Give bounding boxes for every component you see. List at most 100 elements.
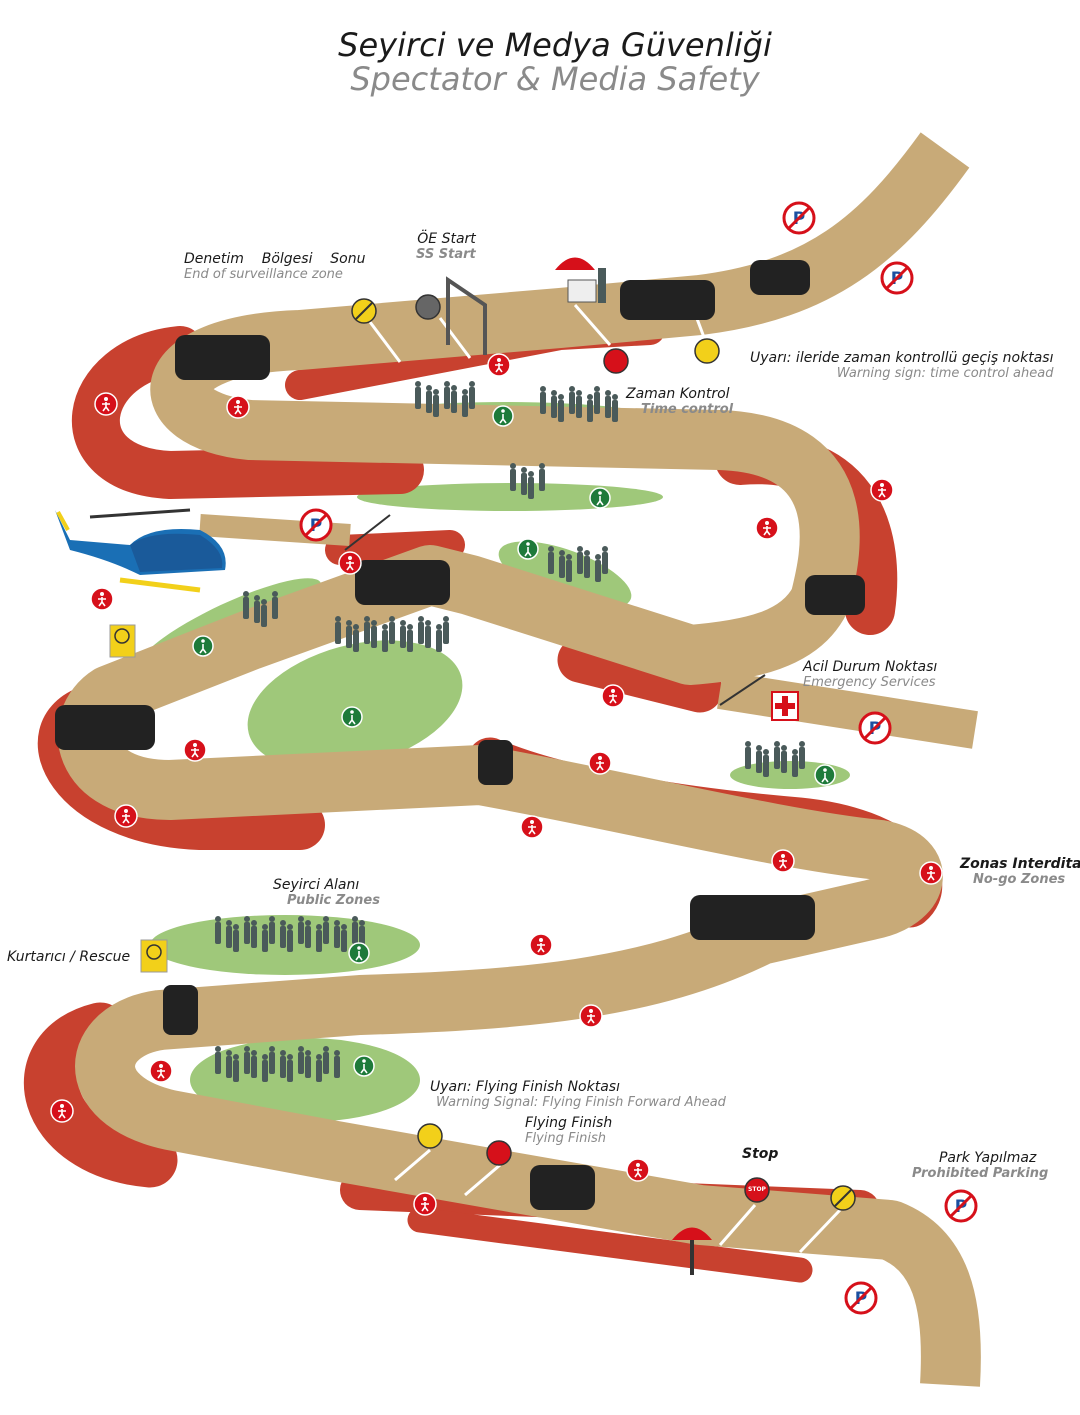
spectator-group (745, 741, 805, 777)
spectator-allowed-icon (492, 405, 514, 427)
marshal-post-icon (555, 257, 606, 303)
no-pedestrian-icon (626, 1158, 650, 1182)
vehicles (55, 260, 865, 1210)
ss-start-en: SS Start (416, 247, 476, 262)
flying-finish-warning-tr: Uyarı: Flying Finish Noktası (430, 1079, 620, 1095)
no-pedestrian-icon (413, 1192, 437, 1216)
no-pedestrian-icon (588, 751, 612, 775)
time-control-tr: Zaman Kontrol (626, 386, 730, 402)
time-control-en: Time control (641, 402, 734, 417)
spectator-allowed-icon (192, 635, 214, 657)
no-go-tr: Zonas Interditas (960, 856, 1080, 872)
ss-start-flag-icon (415, 294, 441, 320)
flying-finish-en: Flying Finish (525, 1131, 606, 1146)
stop-tr: Stop (742, 1146, 779, 1162)
no-pedestrian-icon (919, 861, 943, 885)
no-pedestrian-icon (601, 684, 625, 708)
buggy-icon (175, 335, 270, 380)
stop-sign-text: STOP (748, 1186, 766, 1193)
no-pedestrian-icon (579, 1004, 603, 1028)
label-public-zones: Seyirci Alanı Public Zones (273, 877, 380, 909)
spectator-allowed-icon (814, 764, 836, 786)
emergency-tr: Acil Durum Noktası (803, 659, 938, 675)
no-parking-icon: P (858, 711, 892, 745)
label-flying-finish-warning: Uyarı: Flying Finish Noktası Warning Sig… (430, 1079, 726, 1111)
flying-finish-warning-icon (417, 1123, 443, 1149)
no-pedestrian-icon (487, 353, 511, 377)
emergency-cross-icon (771, 691, 799, 721)
time-control-warning-en: Warning sign: time control ahead (836, 366, 1054, 381)
no-pedestrian-icon (755, 516, 779, 540)
word-2: Bölgesi (261, 251, 313, 267)
no-parking-icon: P (944, 1189, 978, 1223)
helicopter-icon (55, 508, 226, 593)
time-control-sign-icon (603, 348, 629, 374)
spectator-crowds (215, 381, 805, 1082)
title-turkish: Seyirci ve Medya Güvenliği (338, 26, 772, 64)
end-zone-sign-icon (830, 1185, 856, 1211)
spectator-group (335, 616, 449, 652)
spectator-group (540, 386, 618, 422)
label-time-control: Zaman Kontrol Time control (626, 386, 734, 418)
rescue-sign-icon (109, 624, 168, 973)
label-time-control-warning: Uyarı: ileride zaman kontrollü geçiş nok… (750, 350, 1054, 382)
surveillance-end-en: End of surveillance zone (184, 267, 343, 282)
rally-car-icon (690, 895, 815, 940)
quad-bike-icon (750, 260, 810, 295)
stop-sign-icon (744, 1177, 770, 1203)
no-pedestrian-icon (183, 738, 207, 762)
label-no-parking: Park Yapılmaz Prohibited Parking (912, 1150, 1049, 1182)
flying-finish-warning-en: Warning Signal: Flying Finish Forward Ah… (436, 1095, 726, 1110)
rally-car-icon (355, 560, 450, 605)
spectator-group (215, 916, 365, 952)
time-control-warning-sign-icon (694, 338, 720, 364)
label-stop: Stop (742, 1147, 778, 1162)
no-pedestrian-icon (338, 551, 362, 575)
no-pedestrian-icon (149, 1059, 173, 1083)
rescue-tr: Kurtarıcı / Rescue (7, 949, 131, 965)
emergency-en: Emergency Services (803, 675, 936, 690)
public-zones-tr: Seyirci Alanı (273, 877, 360, 893)
public-zones-en: Public Zones (287, 893, 380, 908)
label-rescue: Kurtarıcı / Rescue (7, 950, 130, 965)
no-pedestrian-icon (94, 392, 118, 416)
spectator-allowed-icon (353, 1055, 375, 1077)
word-3: Sonu (330, 251, 366, 267)
label-surveillance-end: Denetim Bölgesi Sonu End of surveillance… (184, 252, 365, 283)
no-parking-en: Prohibited Parking (912, 1166, 1049, 1181)
no-pedestrian-icon (50, 1099, 74, 1123)
motorbike-icon (163, 985, 198, 1035)
surveillance-end-tr: Denetim Bölgesi Sonu (184, 252, 365, 267)
label-emergency: Acil Durum Noktası Emergency Services (803, 659, 938, 691)
ss-start-tr: ÖE Start (417, 231, 476, 247)
no-parking-icon: P (782, 201, 816, 235)
spectator-allowed-icon (341, 706, 363, 728)
label-flying-finish: Flying Finish Flying Finish (525, 1115, 613, 1147)
no-go-en: No-go Zones (973, 872, 1066, 887)
time-control-warning-tr: Uyarı: ileride zaman kontrollü geçiş nok… (750, 350, 1054, 366)
no-parking-tr: Park Yapılmaz (938, 1150, 1037, 1166)
spectator-allowed-icon (517, 538, 539, 560)
title-english: Spectator & Media Safety (350, 60, 760, 98)
flying-finish-tr: Flying Finish (525, 1115, 613, 1131)
quad-bike-icon (805, 575, 865, 615)
no-parking-icon: P (299, 508, 333, 542)
end-zone-sign-icon (351, 298, 377, 324)
rally-car-icon (620, 280, 715, 320)
no-pedestrian-icon (870, 478, 894, 502)
no-pedestrian-icon (529, 933, 553, 957)
label-no-go: Zonas Interditas No-go Zones (960, 856, 1080, 888)
no-pedestrian-icon (114, 804, 138, 828)
no-parking-icon: P (880, 261, 914, 295)
ss-start-gate-icon (446, 276, 487, 355)
spectator-group (415, 381, 475, 417)
motorbike-icon (478, 740, 513, 785)
no-parking-icon: P (844, 1281, 878, 1315)
spectator-group (215, 1046, 340, 1082)
spectator-group (243, 591, 278, 627)
spectator-group (548, 546, 608, 582)
label-ss-start: ÖE Start SS Start (400, 231, 476, 263)
word-1: Denetim (184, 251, 244, 267)
